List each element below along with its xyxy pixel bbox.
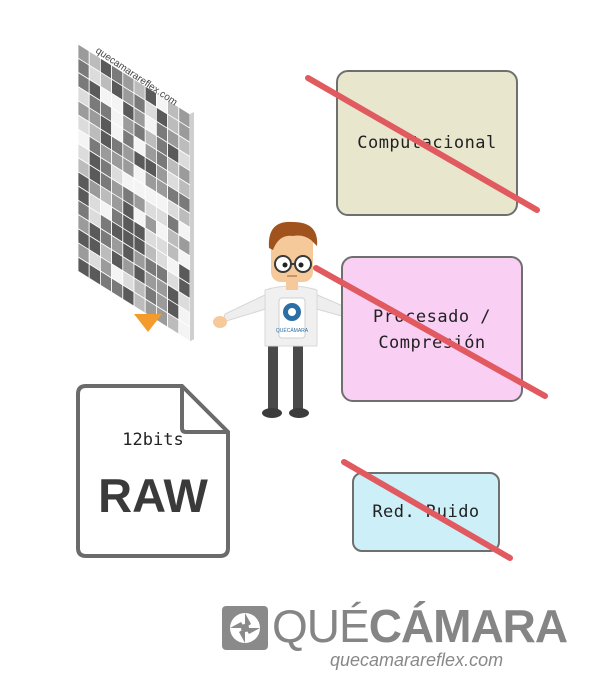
photographer-character: QUÉCÁMARA [213,221,374,418]
box-procesado: Procesado / Compresión [341,256,523,402]
sensor-edge [190,112,194,342]
raw-bits-label: 12bits [122,430,184,450]
brand-name-bold: CÁMARA [368,600,568,652]
brand-name: QUÉCÁMARA [272,600,568,652]
box-computacional: Computacional [336,70,518,216]
box-procesado-label-line2: Compresión [378,333,486,353]
box-ruido-label: Red. Ruido [372,502,480,522]
brand-url: quecamarareflex.com [330,650,504,670]
raw-format-label: RAW [98,469,208,522]
camera-aperture-icon [222,606,268,650]
box-procesado-label-line1: Procesado / [372,307,492,327]
shirt-badge-text: QUÉCÁMARA [276,327,309,334]
brand-name-light: QUÉ [272,600,370,652]
box-computacional-label: Computacional [357,133,497,153]
raw-file-icon: 12bits RAW [74,384,232,560]
down-arrow-icon [134,314,162,332]
box-ruido: Red. Ruido [352,472,500,552]
